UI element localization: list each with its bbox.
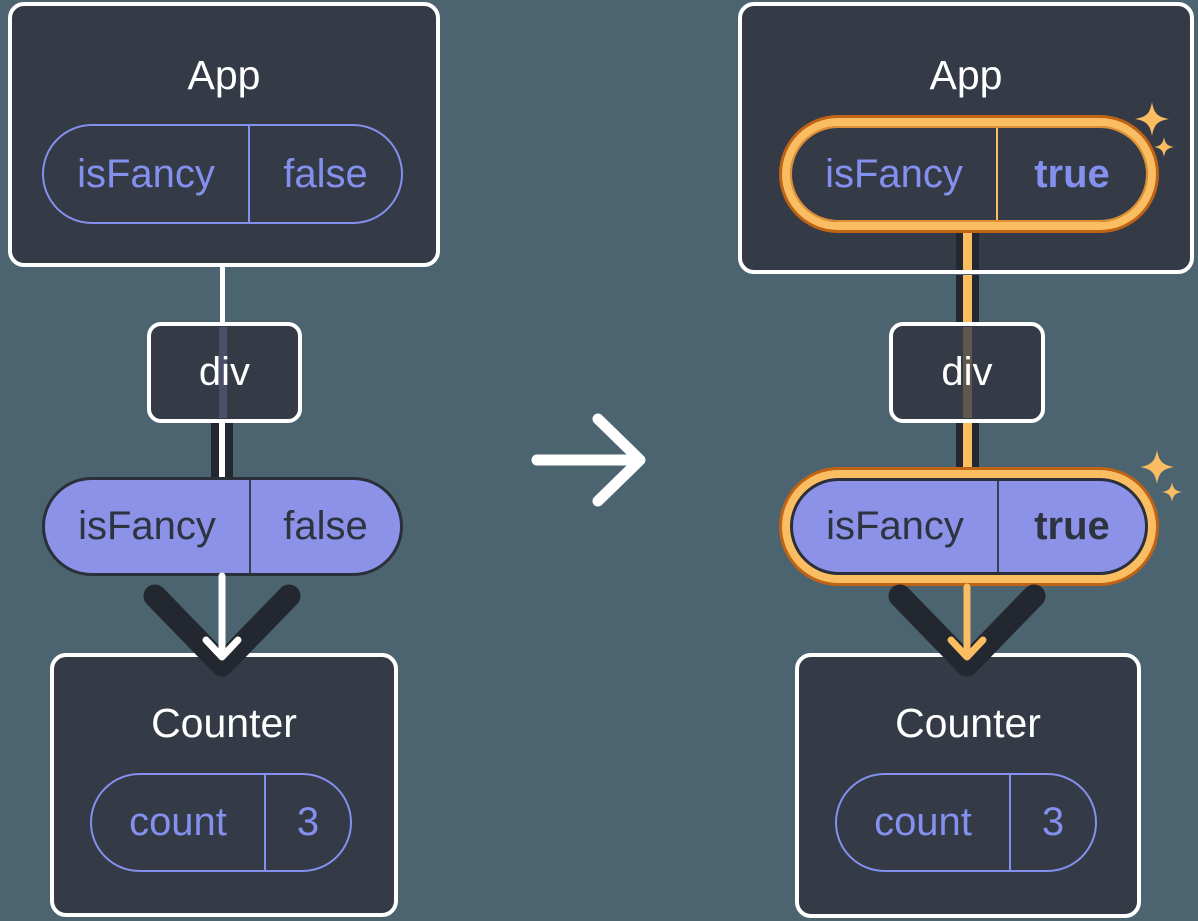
- arrow-down-icon: [888, 583, 1046, 677]
- prop-thread-through-div-before: [219, 327, 227, 418]
- div-node-before: [147, 322, 302, 423]
- component-title-counter-before: Counter: [151, 700, 297, 746]
- state-name: isFancy: [77, 151, 215, 196]
- prop-thread-through-div-after: [963, 327, 972, 418]
- prop-flow-line-after: [963, 423, 972, 468]
- prop-pill-after: isFancy true: [790, 478, 1148, 575]
- state-value: true: [996, 128, 1146, 220]
- state-pill-app-after: isFancy true: [790, 126, 1148, 222]
- state-name: count: [129, 800, 227, 844]
- state-change-flow-line-after: [963, 233, 972, 270]
- component-title-app-after: App: [929, 52, 1003, 98]
- component-title-app-before: App: [187, 52, 261, 98]
- arrow-down-icon: [143, 572, 301, 677]
- prop-name: isFancy: [78, 504, 216, 548]
- sparkle-icon: [1154, 137, 1174, 157]
- state-change-flow-line-after: [963, 275, 972, 322]
- div-node-after: [889, 322, 1045, 423]
- sparkle-icon: [1162, 482, 1182, 502]
- prop-pill-before: isFancy false: [42, 477, 403, 576]
- arrow-right-icon: [531, 413, 646, 507]
- state-pill-counter-before: count 3: [90, 773, 352, 872]
- tree-connector-app-div-before: [220, 265, 225, 324]
- state-value: false: [248, 126, 401, 222]
- sparkle-icon: [1140, 450, 1174, 484]
- component-title-counter-after: Counter: [895, 700, 1041, 746]
- sparkle-icon: [1135, 102, 1169, 136]
- state-pill-app-before: isFancy false: [42, 124, 403, 224]
- prop-value: false: [249, 480, 400, 573]
- div-node-label-before: div: [198, 350, 251, 394]
- state-name: count: [874, 800, 972, 844]
- state-value: 3: [1009, 775, 1095, 870]
- div-node-label-after: div: [941, 350, 993, 394]
- prop-flow-line-before: [219, 423, 225, 478]
- state-name: isFancy: [825, 151, 963, 196]
- state-pill-counter-after: count 3: [835, 773, 1097, 872]
- prop-value: true: [997, 481, 1145, 572]
- state-value: 3: [264, 775, 350, 870]
- prop-name: isFancy: [826, 504, 964, 548]
